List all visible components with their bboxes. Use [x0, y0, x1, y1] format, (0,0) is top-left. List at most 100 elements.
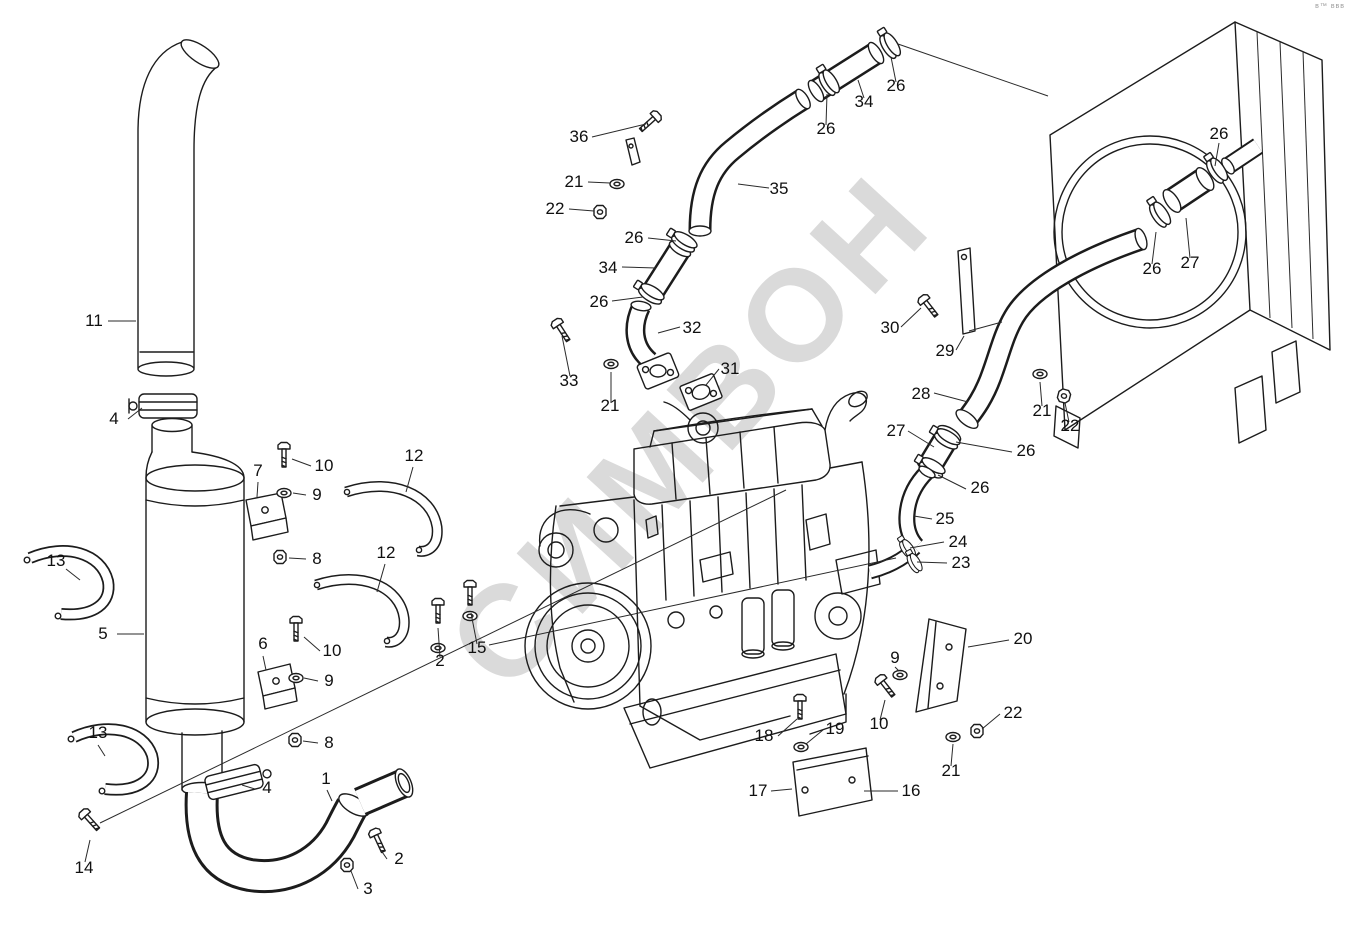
callout-26-b: 26 [887, 76, 906, 95]
washer-15 [462, 610, 478, 622]
stack-clamp [128, 393, 198, 419]
intake-horn [824, 392, 868, 431]
muffler-body [145, 417, 245, 797]
callout-24: 24 [949, 532, 968, 551]
bracket-6 [257, 663, 298, 710]
callout-22-b: 22 [1061, 416, 1080, 435]
callout-22-a: 22 [546, 199, 565, 218]
callout-8-b: 8 [324, 733, 333, 752]
callout-26-f: 26 [1143, 259, 1162, 278]
band-clamp-13-lower [67, 723, 160, 796]
washer-21 [609, 178, 625, 190]
connection-line [897, 43, 1049, 97]
callout-5: 5 [98, 624, 107, 643]
engine-drawing [524, 390, 881, 769]
callout-32: 32 [683, 318, 702, 337]
callout-21-b: 21 [601, 396, 620, 415]
callout-25: 25 [936, 509, 955, 528]
callout-27-b: 27 [887, 421, 906, 440]
exhaust-stack-pipe [137, 39, 220, 377]
bolt-36 [636, 108, 664, 136]
callout-13-a: 13 [47, 551, 66, 570]
callout-12-b: 12 [377, 543, 396, 562]
strap-12-lower [313, 573, 410, 648]
callout-14: 14 [75, 858, 94, 877]
callout-11: 11 [85, 311, 103, 330]
callout-4-a: 4 [109, 409, 118, 428]
washer-9 [892, 669, 908, 681]
nut-22 [593, 204, 607, 220]
bolt-30 [915, 292, 942, 321]
bolt-10 [277, 441, 291, 468]
callout-30: 30 [881, 318, 900, 337]
callout-15: 15 [468, 638, 487, 657]
callout-20: 20 [1014, 629, 1033, 648]
callout-2-b: 2 [394, 849, 403, 868]
hose-27-upper [1162, 167, 1215, 213]
callout-35: 35 [770, 179, 789, 198]
callout-8-a: 8 [312, 549, 321, 568]
radiator-drawing [1049, 21, 1331, 449]
callout-6: 6 [258, 634, 267, 653]
elbow-32 [625, 300, 680, 390]
nut-22 [970, 723, 984, 739]
callout-10-a: 10 [870, 714, 889, 733]
muffler-assembly [23, 39, 414, 893]
long-leader-line [99, 489, 787, 824]
bracket-16 [792, 747, 873, 817]
bracket-20 [915, 618, 967, 713]
callout-9-b: 9 [312, 485, 321, 504]
callout-3: 3 [363, 879, 372, 898]
callout-10-c: 10 [323, 641, 342, 660]
callout-13-b: 13 [89, 723, 108, 742]
corner-watermark-mark: в™ ввв [1315, 3, 1345, 10]
callout-21-d: 21 [942, 761, 961, 780]
callout-22-c: 22 [1004, 703, 1023, 722]
callout-26-g: 26 [1017, 441, 1036, 460]
bolt-18 [793, 693, 807, 720]
fan-shroud-ring [1053, 135, 1247, 329]
lower-pipe-28 [955, 227, 1148, 429]
band-clamp-13-upper [23, 545, 115, 621]
crank-damper [524, 582, 652, 710]
callout-26-d: 26 [590, 292, 609, 311]
callout-4-b: 4 [262, 778, 271, 797]
callout-26-h: 26 [971, 478, 990, 497]
washer-21 [603, 358, 619, 370]
callout-26-a: 26 [817, 119, 836, 138]
nut-3 [340, 857, 354, 873]
charge-air-piping [625, 24, 1232, 580]
callout-7: 7 [253, 461, 262, 480]
bolt-10 [289, 615, 303, 642]
callout-28: 28 [912, 384, 931, 403]
washer-9 [276, 487, 292, 499]
nut-22 [1055, 387, 1073, 405]
callout-12-a: 12 [405, 446, 424, 465]
washer-21 [1032, 368, 1048, 380]
strap-12-upper [343, 481, 443, 557]
callout-9-a: 9 [890, 648, 899, 667]
washer-9 [288, 672, 304, 684]
nut-8 [288, 732, 302, 748]
bolt-2 [366, 826, 390, 855]
callout-34-a: 34 [855, 92, 874, 111]
screw-14 [76, 806, 104, 834]
inlet-elbow-pipe [184, 768, 414, 893]
callout-21-a: 21 [565, 172, 584, 191]
callout-17: 17 [749, 781, 768, 800]
callout-1: 1 [321, 769, 330, 788]
outlet-clamp [204, 763, 272, 801]
callout-26-e: 26 [1210, 124, 1229, 143]
callout-19: 19 [826, 719, 845, 738]
bracket-29 [957, 247, 1003, 335]
pipe-end-bead [955, 409, 979, 429]
washer-21 [945, 731, 961, 743]
callout-31: 31 [721, 359, 740, 378]
clip-36 [625, 137, 641, 166]
upper-pipe-35 [688, 88, 811, 237]
callout-27-a: 27 [1181, 253, 1200, 272]
callout-36: 36 [570, 127, 589, 146]
callout-26-c: 26 [625, 228, 644, 247]
